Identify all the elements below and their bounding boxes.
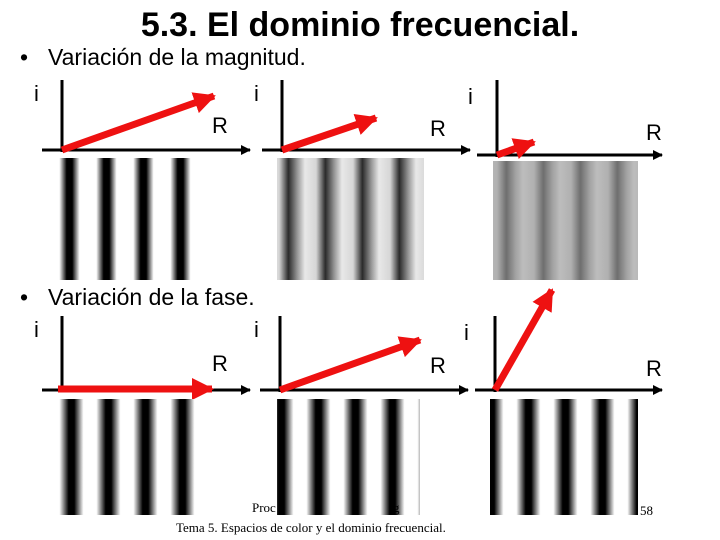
phase-vector	[278, 336, 422, 394]
bullet-phase-label: Variación de la fase.	[48, 284, 255, 310]
stripe-image-low-contrast	[493, 161, 638, 280]
phase-vector	[491, 288, 556, 392]
footer-subtitle: Tema 5. Espacios de color y el dominio f…	[176, 520, 446, 535]
magnitude-plot-1: i R	[34, 80, 251, 155]
magnitude-vector	[495, 138, 536, 160]
phase-plot-2: i R	[254, 316, 469, 395]
stripe-image-phase-shift	[277, 399, 420, 515]
real-axis-label: R	[212, 113, 228, 138]
real-axis-label: R	[646, 356, 662, 381]
imag-axis-label: i	[464, 320, 469, 345]
slide-page-number: 58	[640, 503, 653, 518]
imag-axis-label: i	[468, 84, 473, 109]
bullet-magnitude: • Variación de la magnitud.	[20, 44, 306, 71]
real-axis-label: R	[212, 351, 228, 376]
stripe-image-phase-shift-large	[490, 399, 638, 515]
real-axis-label: R	[430, 353, 446, 378]
stripe-image-high-contrast	[57, 158, 205, 280]
magnitude-plot-3: i R	[468, 80, 663, 160]
phase-plot-1: i R	[34, 316, 251, 400]
phase-plot-3: i R	[464, 288, 663, 395]
imag-axis-label: i	[34, 81, 39, 106]
bullet-magnitude-label: Variación de la magnitud.	[48, 44, 306, 70]
real-axis-label: R	[646, 120, 662, 145]
footer-left-fragment: Proc	[252, 500, 276, 515]
magnitude-vector	[60, 92, 216, 154]
bullet-dot: •	[20, 44, 29, 70]
bullet-dot: •	[20, 284, 29, 310]
imag-axis-label: i	[34, 317, 39, 342]
real-axis-label: R	[430, 116, 446, 141]
magnitude-vector	[280, 114, 378, 154]
magnitude-plot-2: i R	[254, 80, 471, 155]
stripe-image-medium-contrast	[277, 158, 424, 280]
imag-axis-label: i	[254, 81, 259, 106]
stripe-image-phase-0	[57, 399, 200, 515]
imag-axis-label: i	[254, 317, 259, 342]
slide-title: 5.3. El dominio frecuencial.	[140, 6, 580, 44]
bullet-phase: • Variación de la fase.	[20, 284, 255, 311]
footer-mid-fragment: g	[393, 500, 400, 515]
